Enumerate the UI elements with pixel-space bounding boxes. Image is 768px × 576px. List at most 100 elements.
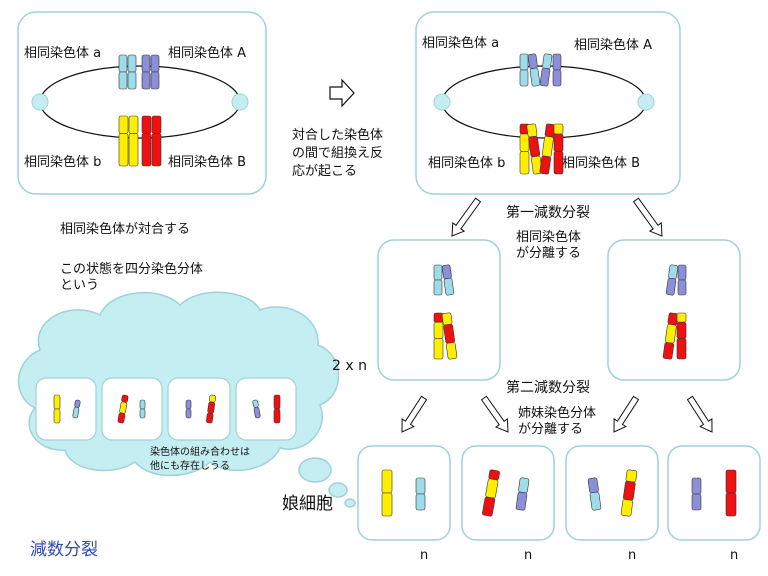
c4-A-seg-0 [252, 399, 259, 408]
daughter-cells-label: 娘細胞 [282, 494, 333, 514]
label-homolog-a: 相同染色体 a [24, 46, 102, 61]
x-chromatid-A2-seg-1 [552, 69, 562, 87]
x-chromatid-B1-seg-2 [539, 155, 551, 175]
chromosomes [53, 53, 737, 517]
crossover-note-line-2: の間で組換え反 [292, 146, 384, 161]
chromatid-B1-seg-0 [141, 115, 152, 134]
arrow-to-meiosis1-left [451, 197, 482, 237]
spindle-1 [31, 65, 249, 139]
c4-A-seg-1 [253, 406, 261, 419]
cell-crossover [415, 11, 681, 195]
chromatid-b1-seg-1 [118, 133, 129, 167]
cell-meiosis1-right [607, 239, 741, 381]
ploidy-n-4: n [730, 548, 739, 563]
m1l-a2-seg-1 [443, 277, 455, 296]
d1-a-seg-0 [415, 477, 426, 495]
x-chromatid-a1-seg-0 [519, 53, 529, 71]
chromatid-B2-seg-0 [151, 115, 162, 134]
daughter-cell-3 [565, 445, 659, 541]
c3-B-seg-1 [207, 401, 215, 414]
c2-b-seg-0 [121, 394, 129, 403]
d1-b-seg-0 [381, 469, 393, 494]
m1r-B2-seg-2 [676, 337, 687, 360]
c2-a-seg-1 [139, 408, 146, 419]
alt-combo-4 [235, 377, 297, 441]
homolog-separation-line-2: が分離する [516, 246, 582, 261]
d3-A-seg-1 [589, 491, 602, 511]
x-chromatid-b2-seg-0 [526, 123, 538, 138]
cloud-note-line-2: 他にも存在しうる [150, 461, 230, 472]
m1r-B2-seg-0 [676, 312, 687, 323]
c2-b-seg-2 [117, 412, 126, 424]
x-chromatid-B2-seg-0 [553, 123, 564, 135]
d2-b-seg-2 [482, 496, 496, 517]
chromatid-A2-seg-1 [150, 71, 160, 90]
m1r-B2-seg-1 [676, 321, 687, 339]
homolog-separation-line-1: 相同染色体 [516, 230, 582, 245]
alt-combo-3 [167, 377, 231, 441]
crossover-note-line-3: 応が起こる [292, 164, 358, 179]
x-chromatid-a2-seg-1 [529, 67, 541, 87]
crossover-note-line-1: 対合した染色体 [292, 128, 384, 143]
x-chromatid-B2-seg-2 [553, 151, 564, 175]
d3-B-seg-0 [625, 469, 638, 483]
x-chromatid-A1-seg-0 [542, 53, 553, 70]
chromatid-A1-seg-0 [141, 54, 151, 73]
label-homolog-b: 相同染色体 b [24, 155, 102, 170]
meiosis-1-label: 第一減数分裂 [506, 205, 590, 221]
m1l-b1-seg-2 [433, 337, 444, 360]
pairing-note: 相同染色体が対合する [60, 222, 191, 237]
daughter-cell-2 [461, 445, 555, 541]
d4-A-seg-0 [691, 477, 702, 495]
c4-B-seg-1 [273, 408, 281, 424]
m1l-a1-seg-1 [433, 279, 443, 296]
arrow-to-daughter-1 [401, 395, 428, 433]
label-homolog-b-2: 相同染色体 b [428, 156, 506, 171]
label-homolog-a-2: 相同染色体 a [422, 36, 500, 51]
m1l-b1-seg-0 [433, 312, 444, 323]
chromatid-b2-seg-0 [128, 115, 139, 134]
ploidy-n-1: n [420, 548, 429, 563]
c3-A-seg-1 [185, 408, 192, 419]
m1l-a1-seg-0 [433, 264, 443, 281]
m1l-b1-seg-1 [433, 321, 444, 339]
chromatid-a2-seg-1 [127, 71, 137, 90]
chromatid-A1-seg-1 [141, 71, 151, 90]
chromatid-a2-seg-0 [127, 54, 137, 73]
x-chromatid-B2-seg-1 [553, 133, 564, 152]
open-arrow-right-icon [329, 78, 355, 108]
chromatid-B1-seg-1 [141, 133, 152, 167]
chromatid-b1-seg-0 [118, 115, 129, 134]
x-chromatid-a1-seg-1 [519, 69, 529, 87]
x-chromatid-a2-seg-0 [527, 53, 538, 70]
sister-separation-line-2: が分離する [518, 422, 584, 437]
chromatid-b2-seg-1 [128, 133, 139, 167]
d4-B-seg-0 [725, 469, 737, 494]
d2-a-seg-0 [518, 477, 530, 494]
page-title: 減数分裂 [30, 540, 98, 560]
arrow-to-meiosis1-right [632, 197, 663, 237]
c1-a-seg-1 [72, 406, 80, 419]
arrow-to-daughter-3 [613, 395, 640, 433]
sister-separation-line-1: 姉妹染色分体 [518, 406, 597, 421]
c2-a-seg-0 [139, 399, 146, 410]
ploidy-2n: 2 x n [332, 358, 367, 374]
division-arrows [401, 197, 713, 433]
label-homolog-B-2: 相同染色体 B [562, 156, 641, 171]
chromatid-a1-seg-1 [118, 71, 128, 90]
c3-B-seg-2 [206, 412, 214, 424]
chromatid-B2-seg-1 [151, 133, 162, 167]
c4-B-seg-0 [273, 394, 281, 410]
m1l-b2-seg-0 [441, 312, 453, 326]
label-homolog-A: 相同染色体 A [168, 46, 247, 61]
m1r-A2-seg-0 [677, 264, 687, 281]
x-chromatid-b1-seg-1 [519, 133, 530, 152]
cloud-note-line-1: 染色体の組み合わせは [150, 447, 250, 458]
c1-b-seg-0 [53, 394, 61, 410]
chromatid-A2-seg-0 [150, 54, 160, 73]
d4-A-seg-1 [691, 493, 702, 511]
alt-combo-2 [101, 377, 163, 441]
m1r-B1-seg-0 [667, 312, 679, 326]
